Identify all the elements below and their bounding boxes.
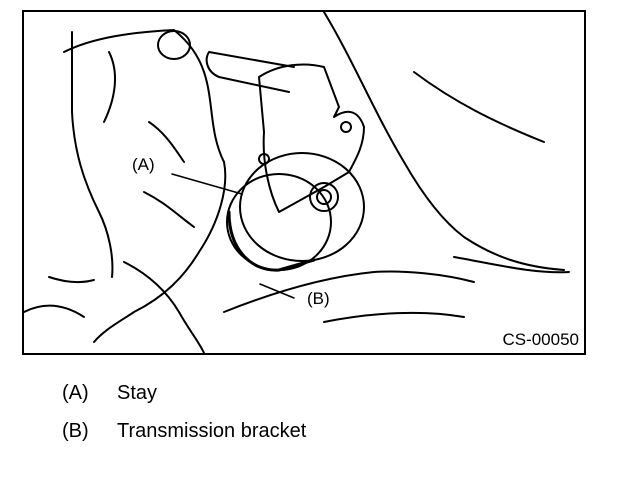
figure-frame: (A) (B) CS-00050 xyxy=(22,10,586,355)
mount-nut-inner xyxy=(316,189,332,205)
legend-item: (A) Stay xyxy=(62,382,582,420)
casting-detail xyxy=(123,261,205,353)
casting-detail xyxy=(48,276,95,284)
floor-line xyxy=(453,256,570,274)
leader-b xyxy=(259,283,295,299)
leader-a xyxy=(171,173,243,195)
line-drawing xyxy=(24,12,570,353)
stay-bracket xyxy=(258,63,365,213)
mount-face xyxy=(239,152,365,262)
figure-code: CS-00050 xyxy=(502,330,579,349)
casting-inner-line xyxy=(71,31,114,278)
body-panel-line xyxy=(323,12,565,271)
legend-item: (B) Transmission bracket xyxy=(62,420,582,458)
mount-side xyxy=(227,210,316,272)
upper-shaft xyxy=(205,51,295,93)
body-panel-line xyxy=(413,71,545,143)
mount-nut xyxy=(309,182,339,212)
legend-text: Stay xyxy=(117,382,158,404)
stay-bolt-hole xyxy=(340,121,352,133)
legend: (A) Stay (B) Transmission bracket xyxy=(62,382,582,458)
casting-detail xyxy=(148,121,185,163)
legend-text: Transmission bracket xyxy=(117,420,307,442)
callout-a: (A) xyxy=(132,155,155,174)
transmission-casting-outline xyxy=(63,29,227,343)
floor-line xyxy=(323,311,465,323)
casting-detail xyxy=(143,191,195,228)
legend-key: (A) xyxy=(62,382,89,404)
callout-b: (B) xyxy=(307,289,330,308)
upper-boss xyxy=(157,30,191,60)
casting-detail xyxy=(24,304,85,318)
casting-detail xyxy=(103,51,116,123)
floor-line xyxy=(223,270,475,313)
legend-key: (B) xyxy=(62,420,89,442)
